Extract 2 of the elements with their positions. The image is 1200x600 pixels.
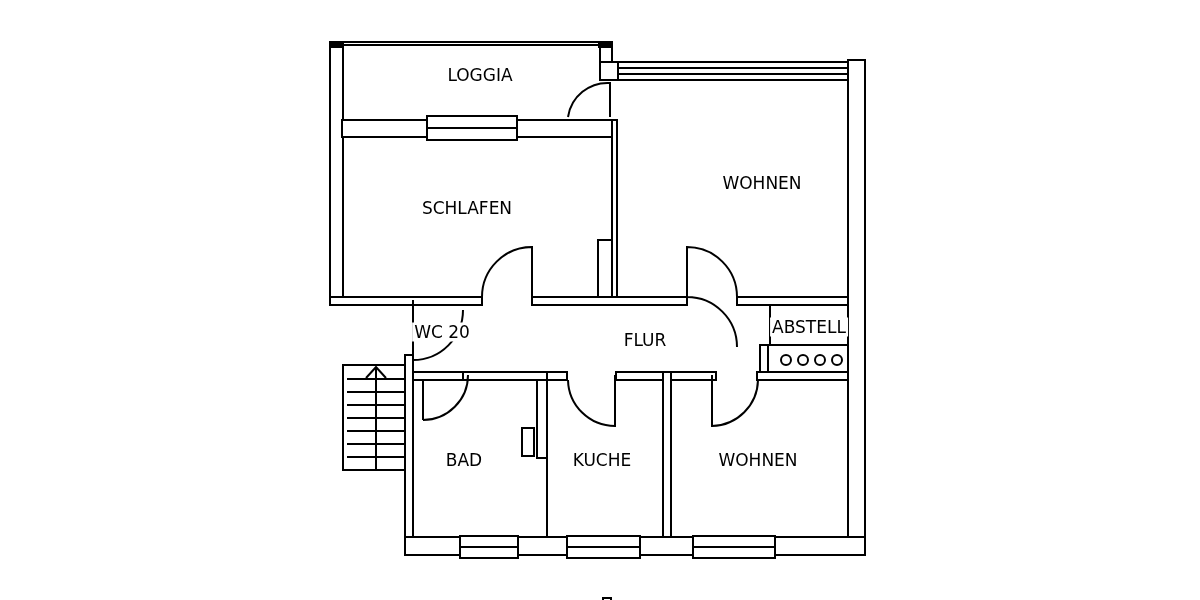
room-label: ABSTELL [770, 317, 848, 337]
room-label: WC 20 [412, 322, 472, 342]
